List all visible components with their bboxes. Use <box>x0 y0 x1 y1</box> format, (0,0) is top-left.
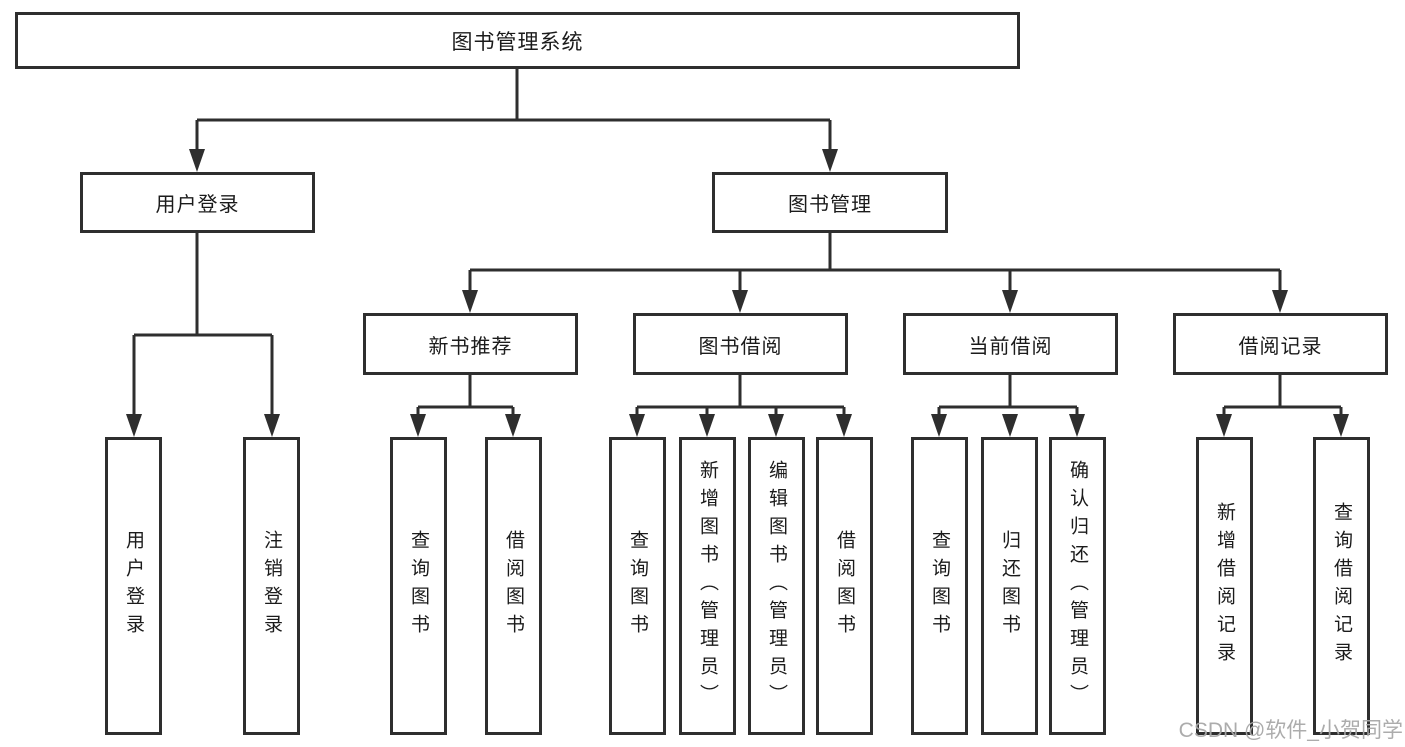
node-book-management: 图书管理 <box>712 172 948 233</box>
node-book-borrowing-label: 图书借阅 <box>698 335 783 358</box>
leaf-recommend-borrow-books-label: 借阅图书 <box>503 530 524 642</box>
node-current-borrowing-label: 当前借阅 <box>968 335 1053 358</box>
leaf-recommend-borrow-books: 借阅图书 <box>485 437 542 735</box>
leaf-user-login-label: 用户登录 <box>123 530 144 642</box>
leaf-borrowing-edit-books-admin-label: 编辑图书（管理员） <box>766 460 787 712</box>
leaf-logout: 注销登录 <box>243 437 300 735</box>
node-book-borrowing: 图书借阅 <box>633 313 848 375</box>
leaf-current-confirm-return-admin-label: 确认归还（管理员） <box>1067 460 1088 712</box>
leaf-borrowing-query-books: 查询图书 <box>609 437 666 735</box>
leaf-borrowing-borrow-books: 借阅图书 <box>816 437 873 735</box>
node-root-system: 图书管理系统 <box>15 12 1020 69</box>
node-book-management-label: 图书管理 <box>788 194 872 216</box>
leaf-borrowing-add-books-admin: 新增图书（管理员） <box>679 437 736 735</box>
node-root-label: 图书管理系统 <box>451 30 584 54</box>
leaf-current-confirm-return-admin: 确认归还（管理员） <box>1049 437 1106 735</box>
leaf-records-add-record: 新增借阅记录 <box>1196 437 1253 735</box>
leaf-current-query-books: 查询图书 <box>911 437 968 735</box>
leaf-borrowing-borrow-books-label: 借阅图书 <box>834 530 855 642</box>
leaf-borrowing-edit-books-admin: 编辑图书（管理员） <box>748 437 805 735</box>
node-current-borrowing: 当前借阅 <box>903 313 1118 375</box>
leaf-recommend-query-books-label: 查询图书 <box>408 530 429 642</box>
node-borrowing-records: 借阅记录 <box>1173 313 1388 375</box>
node-user-login: 用户登录 <box>80 172 315 233</box>
leaf-recommend-query-books: 查询图书 <box>390 437 447 735</box>
node-borrowing-records-label: 借阅记录 <box>1238 335 1323 358</box>
leaf-current-return-books: 归还图书 <box>981 437 1038 735</box>
csdn-watermark: CSDN @软件_小贺同学 <box>1178 719 1403 742</box>
leaf-current-return-books-label: 归还图书 <box>999 530 1020 642</box>
leaf-records-query-record-label: 查询借阅记录 <box>1331 502 1352 670</box>
node-user-login-label: 用户登录 <box>155 194 240 216</box>
leaf-borrowing-add-books-admin-label: 新增图书（管理员） <box>697 460 718 712</box>
leaf-records-add-record-label: 新增借阅记录 <box>1214 502 1235 670</box>
leaf-records-query-record: 查询借阅记录 <box>1313 437 1370 735</box>
node-new-book-recommend-label: 新书推荐 <box>428 335 513 358</box>
leaf-borrowing-query-books-label: 查询图书 <box>627 530 648 642</box>
leaf-current-query-books-label: 查询图书 <box>929 530 950 642</box>
leaf-logout-label: 注销登录 <box>261 530 282 642</box>
node-new-book-recommend: 新书推荐 <box>363 313 578 375</box>
leaf-user-login: 用户登录 <box>105 437 162 735</box>
